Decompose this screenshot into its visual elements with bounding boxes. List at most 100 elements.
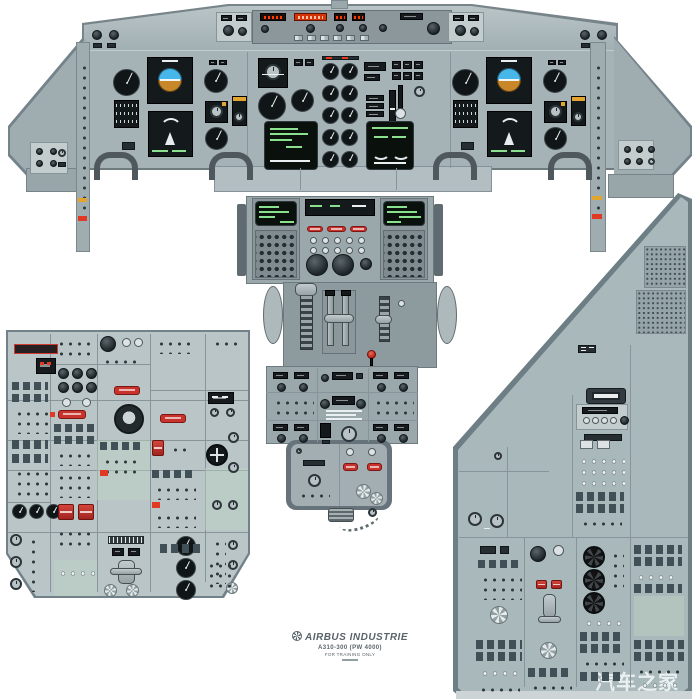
round-button	[134, 338, 143, 347]
panel-seam	[300, 168, 301, 190]
red-marking	[326, 57, 332, 59]
attitude-ball	[158, 68, 182, 92]
ring-knob	[212, 500, 222, 510]
yoke-handle	[94, 152, 138, 180]
panel-seam	[266, 420, 418, 421]
red-marking	[100, 470, 108, 476]
indicator-window	[364, 62, 386, 71]
green-readout-line	[387, 221, 401, 223]
indicator-window	[582, 407, 618, 414]
red-bordered-annunciator	[14, 344, 58, 354]
panel-seam	[8, 400, 248, 401]
instrument	[258, 58, 288, 88]
round-button	[395, 108, 406, 119]
annunciator-row	[634, 557, 682, 566]
gauge	[341, 63, 358, 80]
knob	[624, 146, 631, 153]
lever-handle	[324, 314, 354, 323]
gauge	[291, 89, 314, 112]
ring-knob	[549, 105, 562, 118]
green-readout-line	[372, 127, 408, 129]
green-readout-line	[511, 150, 525, 152]
ring-knob	[228, 462, 239, 473]
fine-print	[342, 659, 358, 661]
placard	[578, 345, 596, 353]
knob	[360, 258, 372, 270]
knob	[261, 25, 269, 33]
instrument	[147, 57, 193, 104]
gauge	[341, 85, 358, 102]
gauge	[452, 69, 479, 96]
round-button	[610, 417, 617, 424]
knob	[50, 148, 57, 155]
switch-grid	[578, 516, 622, 530]
knob	[636, 158, 643, 165]
switch-grid	[271, 395, 314, 417]
knob	[299, 383, 308, 392]
white-marking	[262, 74, 284, 75]
switch-grid	[528, 680, 572, 692]
panel-seam	[450, 52, 451, 168]
white-marking	[222, 396, 228, 398]
panel-seam	[339, 444, 340, 506]
placard	[58, 162, 66, 167]
round-button	[122, 338, 131, 347]
gauge	[176, 580, 196, 600]
fan-knob	[583, 592, 605, 614]
switch-grid	[296, 488, 330, 500]
indicator-window	[294, 424, 309, 431]
green-readout-line	[259, 211, 289, 213]
annunciator-row	[476, 640, 522, 649]
panel-seam	[630, 345, 631, 537]
annunciator-row	[12, 440, 48, 449]
rotary-knob	[114, 404, 144, 434]
panel-seam	[576, 537, 577, 687]
daisy-knob	[490, 606, 508, 624]
red-marking	[592, 214, 602, 219]
indicator-window	[558, 60, 566, 65]
annunciator-row	[528, 668, 572, 677]
red-marking	[342, 57, 348, 59]
white-marking	[352, 205, 366, 207]
lever-handle	[295, 283, 317, 296]
switch-grid	[12, 406, 48, 434]
indicator-window	[414, 61, 423, 69]
ring-knob	[210, 408, 219, 417]
trim-wheel-left	[263, 286, 283, 344]
red-marking	[40, 362, 44, 365]
panel-seam	[368, 368, 369, 442]
gauge	[176, 558, 196, 578]
green-readout-line	[399, 216, 421, 218]
amber-marking	[561, 102, 565, 106]
round-button	[592, 417, 599, 424]
white-marking	[484, 528, 490, 529]
green-readout-line	[172, 150, 186, 152]
rocker-switch	[333, 35, 342, 41]
yoke-handle	[209, 152, 253, 180]
compass-arc	[499, 118, 521, 140]
switch-grid	[634, 664, 684, 676]
panel-seam	[459, 471, 549, 472]
white-marking	[501, 60, 517, 62]
green-readout-line	[270, 133, 308, 135]
knob	[92, 30, 102, 40]
ring-knob	[10, 556, 22, 568]
annunciator-row	[54, 424, 94, 432]
ring-knob	[308, 474, 321, 487]
indicator-window	[219, 60, 227, 65]
knob	[58, 368, 69, 379]
green-readout-line	[392, 136, 406, 138]
annunciator-row	[580, 644, 624, 653]
red-marking	[152, 502, 160, 508]
scale-arc	[392, 146, 410, 160]
ring-knob	[58, 149, 66, 157]
ring-knob	[494, 452, 502, 460]
placard	[107, 43, 116, 48]
knob	[470, 27, 479, 36]
knob	[238, 27, 247, 36]
knob	[597, 30, 607, 40]
tick-marks	[116, 112, 137, 115]
ring-knob	[573, 112, 583, 122]
white-marking	[374, 162, 406, 164]
